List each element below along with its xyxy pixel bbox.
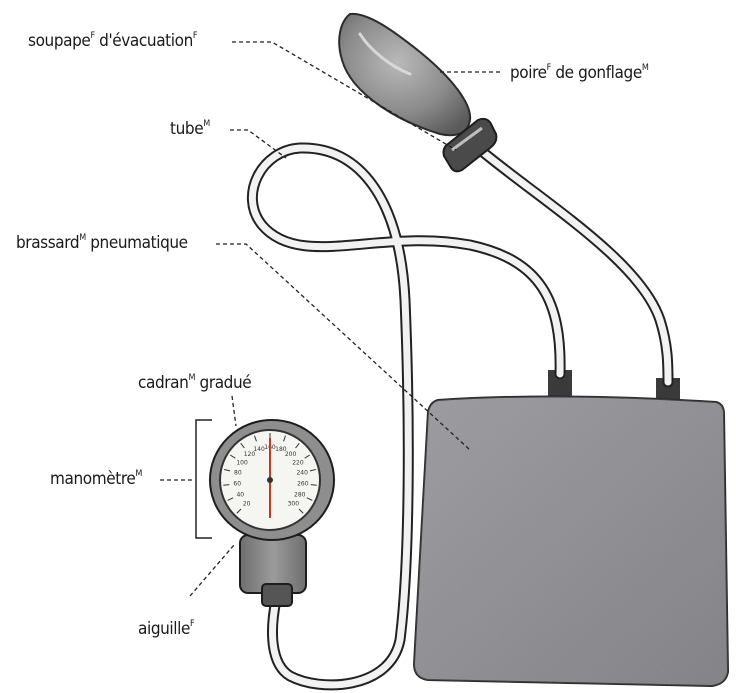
bulb-body — [339, 14, 470, 135]
dial-tick-mark — [223, 485, 229, 486]
dial-tick-label: 240 — [296, 470, 308, 477]
dial-tick-label: 220 — [292, 459, 304, 466]
dial-tick-label: 80 — [234, 470, 242, 477]
dial-tick-label: 100 — [236, 459, 248, 466]
label-cuff: brassardM pneumatique — [16, 233, 188, 253]
dial-tick-label: 60 — [233, 481, 241, 488]
dial-tick-label: 40 — [236, 491, 244, 498]
dial-tick-label: 200 — [285, 451, 297, 458]
needle-leader — [190, 545, 234, 596]
dial-tick-label: 280 — [294, 491, 306, 498]
cuff-texture — [414, 396, 728, 686]
dial-tick-label: 20 — [243, 500, 251, 507]
label-dial: cadranM gradué — [138, 373, 251, 393]
label-needle: aiguilleF — [138, 619, 195, 639]
dial-tick-mark — [311, 485, 317, 486]
dial-tick-label: 140 — [253, 446, 265, 453]
tube-bulb-to-cuff-outline — [478, 148, 668, 382]
needle-hub — [267, 477, 273, 483]
label-manometer: manomètreM — [50, 469, 142, 489]
dial-leader — [232, 396, 236, 426]
cuff — [414, 370, 728, 686]
manometer: 2040608010012014016018020022024026028030… — [210, 420, 334, 606]
label-tube: tubeM — [170, 119, 210, 139]
dial-tick-label: 260 — [297, 481, 309, 488]
inflation-bulb — [339, 14, 470, 135]
tube-bulb-to-cuff — [478, 148, 668, 382]
manometer-nut — [262, 584, 292, 606]
label-bulb: poireF de gonflageM — [510, 63, 649, 83]
label-valve: soupapeF d'évacuationF — [28, 31, 198, 51]
dial-tick-label: 300 — [288, 500, 300, 507]
